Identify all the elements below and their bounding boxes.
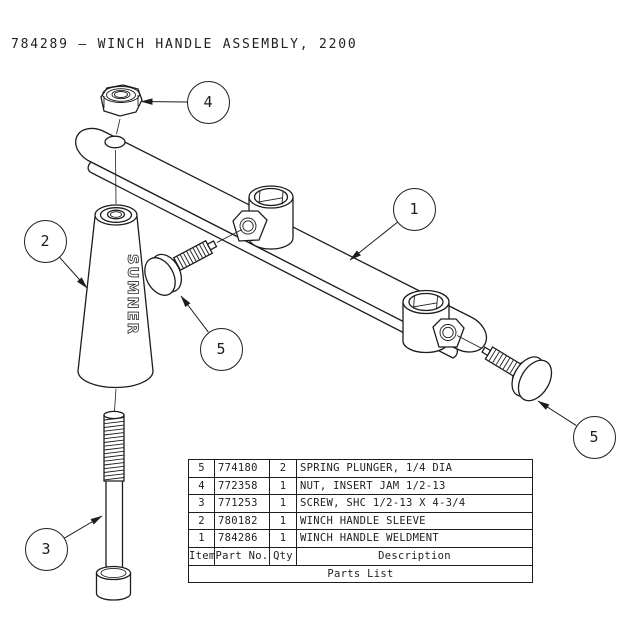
- table-row: 4 772358 1 NUT, INSERT JAM 1/2-13: [188, 476, 533, 496]
- socket-boss-right: [402, 289, 465, 354]
- nut-facet-lines: [103, 95, 139, 108]
- cell-qty: 1: [269, 511, 297, 531]
- spring-plunger-left: [144, 229, 243, 296]
- plunger-tip: [206, 240, 218, 251]
- square-drive-lines: [413, 295, 438, 310]
- screw-shank: [105, 481, 124, 569]
- cell-description: NUT, INSERT JAM 1/2-13: [296, 476, 533, 496]
- centerline-plunger-left: [216, 229, 243, 243]
- centerline-sleeve: [115, 149, 117, 205]
- header-item: Item: [188, 546, 215, 566]
- leader-balloon-4: [140, 98, 188, 105]
- balloon-5-left: 5: [199, 327, 243, 371]
- cell-part-no: 780182: [214, 511, 270, 531]
- thread-ticks: [488, 349, 518, 374]
- table-row: 3 771253 1 SCREW, SHC 1/2-13 X 4-3/4: [188, 494, 533, 513]
- drawing-title: 784289 – WINCH HANDLE ASSEMBLY, 2200: [11, 37, 358, 52]
- cell-description: SPRING PLUNGER, 1/4 DIA: [296, 459, 533, 478]
- centerline-nut: [116, 118, 121, 135]
- square-drive-lines: [258, 190, 284, 205]
- balloon-4: 4: [186, 80, 230, 124]
- parts-list-table: 5 774180 2 SPRING PLUNGER, 1/4 DIA 4 772…: [188, 459, 533, 584]
- leader-balloon-1: [349, 221, 398, 261]
- balloon-2: 2: [23, 219, 67, 263]
- header-description: Description: [296, 546, 533, 566]
- centerline-plunger-right: [456, 335, 483, 349]
- cell-item: 3: [188, 494, 215, 513]
- table-caption-row: Parts List: [188, 564, 533, 584]
- table-row: 1 784286 1 WINCH HANDLE WELDMENT: [188, 529, 533, 548]
- cell-item: 2: [188, 511, 215, 531]
- leader-balloon-3: [63, 515, 103, 539]
- parts-list-caption: Parts List: [188, 564, 533, 584]
- hex-fitting: [232, 210, 268, 242]
- cell-description: WINCH HANDLE WELDMENT: [296, 529, 533, 548]
- cell-qty: 1: [269, 476, 297, 496]
- screw-head: [95, 572, 132, 601]
- leader-lines: [58, 98, 577, 539]
- cell-part-no: 771253: [214, 494, 270, 513]
- leader-balloon-5-right: [537, 400, 577, 427]
- leader-balloon-2: [58, 256, 88, 289]
- header-qty: Qty: [269, 546, 297, 566]
- table-row: 2 780182 1 WINCH HANDLE SLEEVE: [188, 511, 533, 531]
- header-part-no: Part No.: [214, 546, 270, 566]
- socket-head-screw-part: [95, 388, 132, 601]
- balloon-1: 1: [392, 187, 436, 231]
- table-header-row: Item Part No. Qty Description: [188, 546, 533, 566]
- cell-description: SCREW, SHC 1/2-13 X 4-3/4: [296, 494, 533, 513]
- cell-qty: 2: [269, 459, 297, 478]
- plunger-tip: [481, 346, 492, 357]
- cell-item: 5: [188, 459, 215, 478]
- cell-qty: 1: [269, 494, 297, 513]
- cell-part-no: 774180: [214, 459, 270, 478]
- spring-plunger-right: [456, 335, 553, 402]
- handle-sleeve-part: SUMNER: [77, 204, 154, 389]
- cell-item: 1: [188, 529, 215, 548]
- bar-hole: [104, 135, 126, 149]
- thread-ticks: [176, 242, 210, 269]
- cell-part-no: 784286: [214, 529, 270, 548]
- sleeve-brand-text: SUMNER: [124, 254, 140, 336]
- cell-qty: 1: [269, 529, 297, 548]
- hex-fitting: [432, 318, 465, 348]
- hex-nut-part: [100, 84, 143, 117]
- table-row: 5 774180 2 SPRING PLUNGER, 1/4 DIA: [188, 459, 533, 478]
- cell-item: 4: [188, 476, 215, 496]
- cell-part-no: 772358: [214, 476, 270, 496]
- leader-balloon-5-left: [180, 295, 209, 333]
- cell-description: WINCH HANDLE SLEEVE: [296, 511, 533, 531]
- balloon-5-right: 5: [572, 415, 616, 459]
- centerline-screw: [114, 388, 117, 412]
- socket-boss-left: [232, 185, 294, 250]
- balloon-3: 3: [24, 527, 68, 571]
